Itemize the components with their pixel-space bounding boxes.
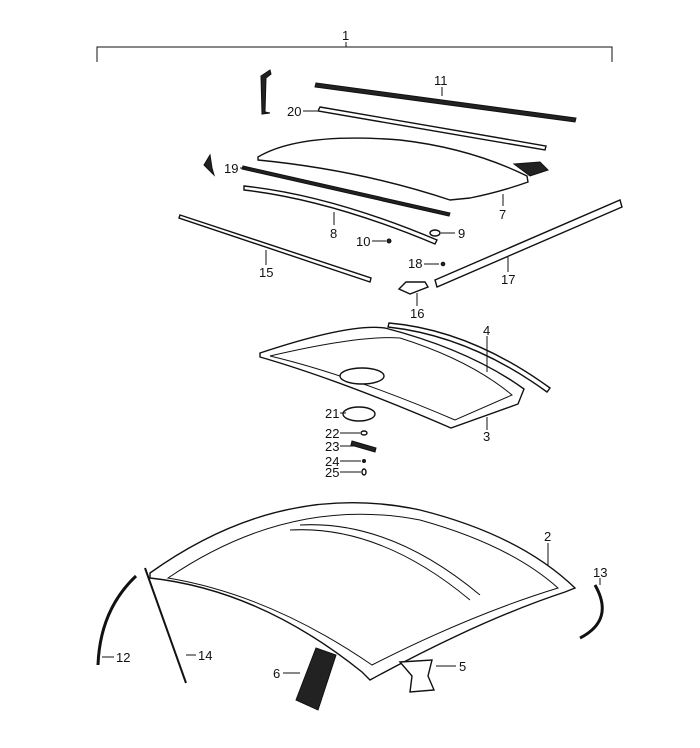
part-20-clip bbox=[260, 69, 272, 115]
callout-18: 18 bbox=[408, 256, 422, 271]
part-15-strip bbox=[178, 214, 372, 283]
part-9-slider bbox=[429, 229, 441, 237]
callout-19: 19 bbox=[224, 161, 238, 176]
part-8-rail bbox=[243, 185, 438, 245]
part-20-strip bbox=[316, 106, 547, 151]
callout-25: 25 bbox=[325, 465, 339, 480]
callout-8: 8 bbox=[330, 226, 337, 241]
part-16-bracket bbox=[397, 281, 430, 295]
leader-lines bbox=[102, 87, 601, 674]
callout-1: 1 bbox=[342, 28, 349, 43]
part-18-screw bbox=[440, 261, 446, 267]
part-6-panel bbox=[295, 647, 337, 711]
callout-14: 14 bbox=[198, 648, 212, 663]
callout-15: 15 bbox=[259, 265, 273, 280]
part-5-bracket bbox=[398, 659, 436, 693]
callout-24: 24 bbox=[325, 454, 339, 469]
part-7-hinge bbox=[512, 161, 549, 177]
callout-5: 5 bbox=[459, 659, 466, 674]
callout-4: 4 bbox=[483, 323, 490, 338]
part-12-hose bbox=[96, 574, 138, 666]
part-19-clip bbox=[203, 153, 216, 177]
part-4-seal bbox=[387, 322, 551, 393]
part-14-cable bbox=[144, 567, 187, 684]
callout-13: 13 bbox=[593, 565, 607, 580]
callout-7: 7 bbox=[499, 207, 506, 222]
part-21-crank-housing bbox=[342, 406, 376, 422]
part-25-nut bbox=[361, 468, 367, 476]
callout-20: 20 bbox=[287, 104, 301, 119]
assembly-bracket bbox=[96, 42, 613, 62]
part-22-washer bbox=[360, 430, 368, 436]
part-24-ball bbox=[362, 459, 366, 463]
part-7-sunroof-panel bbox=[257, 137, 529, 201]
callout-10: 10 bbox=[356, 234, 370, 249]
callout-23: 23 bbox=[325, 439, 339, 454]
callout-9: 9 bbox=[458, 226, 465, 241]
part-23-handle bbox=[350, 440, 377, 453]
part-10-screw bbox=[386, 238, 392, 244]
callout-12: 12 bbox=[116, 650, 130, 665]
part-13-hose bbox=[579, 584, 604, 640]
part-3-frame bbox=[259, 326, 525, 429]
part-2-roof-frame bbox=[149, 502, 577, 681]
callout-22: 22 bbox=[325, 426, 339, 441]
callout-11: 11 bbox=[434, 73, 448, 88]
callout-16: 16 bbox=[410, 306, 424, 321]
part-17-guide-rail bbox=[434, 199, 623, 288]
callout-3: 3 bbox=[483, 429, 490, 444]
callout-6: 6 bbox=[273, 666, 280, 681]
callout-21: 21 bbox=[325, 406, 339, 421]
callout-2: 2 bbox=[544, 529, 551, 544]
part-11-seal-strip bbox=[314, 82, 577, 123]
callout-17: 17 bbox=[501, 272, 515, 287]
